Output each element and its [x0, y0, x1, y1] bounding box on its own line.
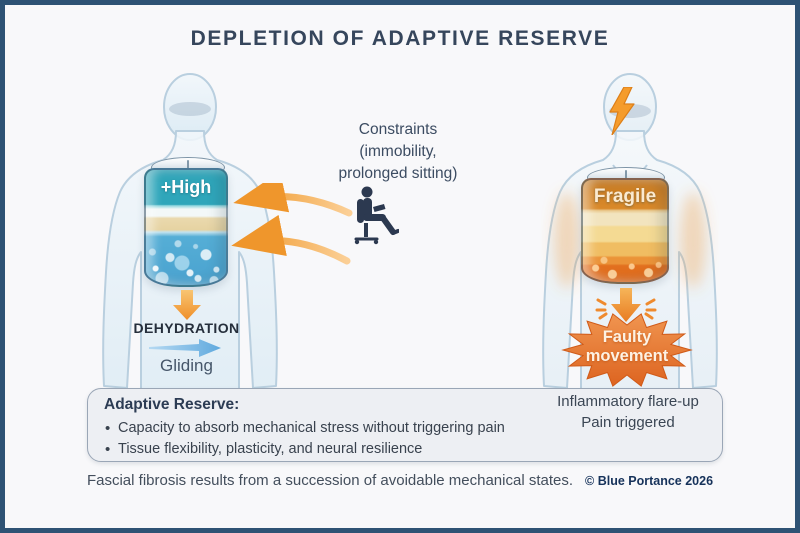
constraint-arrow-top	[233, 183, 353, 217]
dehydration-label: DEHYDRATION	[133, 320, 240, 336]
water-bubbles	[146, 229, 226, 285]
info-bullet-2: Tissue flexibility, plasticity, and neur…	[104, 439, 708, 460]
inflammatory-flareup-label: Inflammatory flare-up	[557, 393, 699, 410]
footer-caption: Fascial fibrosis results from a successi…	[86, 472, 574, 489]
constraints-title: Constraints	[358, 121, 438, 138]
constraints-line3: prolonged sitting)	[338, 165, 458, 182]
gliding-label: Gliding	[160, 356, 213, 375]
info-box-heading: Adaptive Reserve:	[104, 396, 240, 413]
dehydration-down-arrow	[173, 290, 201, 320]
copyright-notice: © Blue Portance 2026	[585, 474, 714, 488]
info-bullet-1: Capacity to absorb mechanical stress wit…	[104, 418, 708, 439]
inflammation-tint-left	[554, 192, 580, 288]
constraint-arrow-bottom	[231, 214, 351, 265]
faulty-movement-label: Faulty movement	[565, 328, 689, 366]
faulty-down-arrow	[595, 288, 657, 322]
constraint-arrows	[231, 183, 353, 265]
sitting-person-icon	[354, 186, 399, 245]
high-reserve-label: +High	[160, 177, 212, 197]
faulty-movement-starburst	[561, 313, 693, 387]
face-shading	[169, 102, 211, 116]
faulty-line1: Faulty	[602, 328, 652, 346]
lightning-bolt-icon	[609, 87, 635, 135]
adaptive-reserve-definition-box: Adaptive Reserve: Capacity to absorb mec…	[87, 388, 723, 462]
impact-rays	[595, 298, 657, 320]
adaptive-reserve-cylinder-fragile: Fragile	[581, 178, 669, 284]
adaptive-reserve-cylinder-high: +High	[144, 168, 228, 287]
flareup-caption: Inflammatory flare-up Pain triggered	[523, 391, 733, 433]
inflammation-tint-right	[680, 192, 706, 288]
constraints-caption: Constraints (immobility, prolonged sitti…	[303, 119, 493, 185]
page-title: DEPLETION OF ADAPTIVE RESERVE	[190, 27, 610, 50]
constraints-line2: (immobility,	[359, 143, 437, 160]
footer: Fascial fibrosis results from a successi…	[5, 472, 795, 489]
faulty-line2: movement	[585, 347, 669, 365]
pain-triggered-label: Pain triggered	[581, 414, 675, 431]
info-box-bullet-list: Capacity to absorb mechanical stress wit…	[104, 418, 708, 460]
gliding-arrow	[149, 339, 221, 357]
fragile-label: Fragile	[593, 186, 657, 207]
fragile-bubbles	[583, 251, 667, 282]
